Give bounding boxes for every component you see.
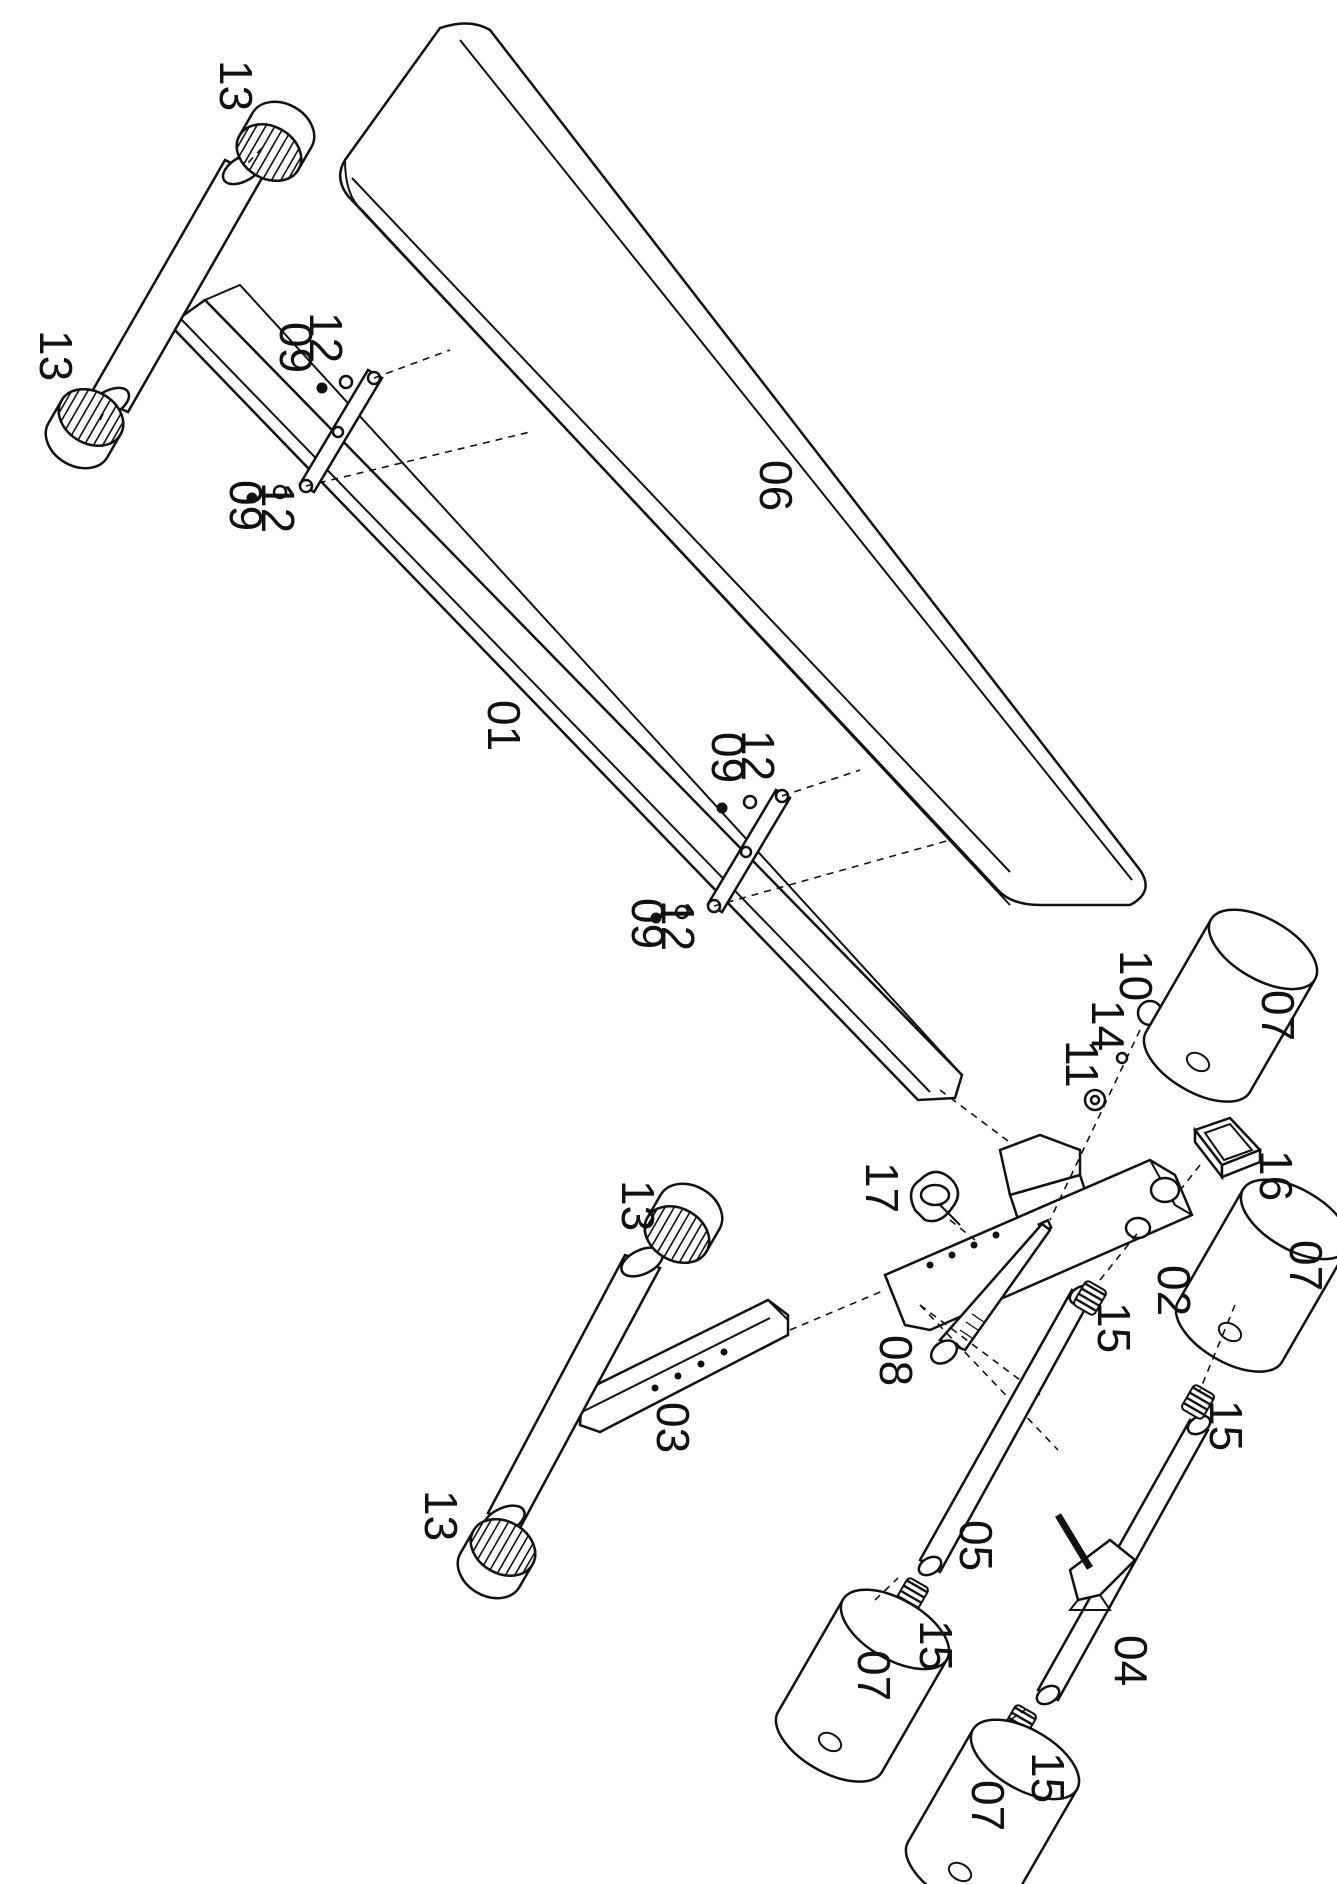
label-roller-2: 07 — [1280, 1240, 1332, 1291]
label-screw-front-2: 09 — [220, 480, 272, 531]
label-main-frame: 01 — [478, 700, 530, 751]
label-spring-4: 15 — [1022, 1752, 1074, 1803]
label-spring-2: 15 — [1200, 1400, 1252, 1451]
label-seat-pad: 06 — [750, 460, 802, 511]
label-flat-washer: 11 — [1056, 1040, 1108, 1088]
lock-washer — [1115, 1051, 1129, 1065]
label-rear-frame: 02 — [1148, 1265, 1200, 1316]
washer-rear-2 — [674, 904, 690, 920]
screw-rear-2 — [650, 912, 662, 924]
label-bolt: 08 — [870, 1335, 922, 1386]
square-end-cap — [1192, 1116, 1263, 1181]
label-cap-left: 13 — [30, 330, 82, 381]
label-end-cap-16: 16 — [1250, 1150, 1302, 1201]
label-lock-washer: 14 — [1082, 1000, 1134, 1051]
label-washer-front-1: 12 — [300, 312, 352, 363]
rear-leg-support — [482, 1246, 790, 1536]
label-screw-rear-1: 09 — [702, 732, 754, 783]
label-washer-front-2: 12 — [252, 482, 304, 533]
label-screw-front-1: 09 — [270, 322, 322, 373]
screw-front-1 — [316, 382, 328, 394]
adjustment-knob — [909, 1170, 961, 1226]
bolt — [929, 1222, 1052, 1365]
label-nut: 10 — [1110, 950, 1162, 1001]
seat-bracket-front — [298, 368, 384, 494]
screw-rear-1 — [716, 802, 728, 814]
label-knob: 17 — [856, 1162, 908, 1213]
washer-rear-1 — [742, 794, 758, 810]
label-cap-rear-bottom: 13 — [415, 1490, 467, 1541]
label-roller-bar-05: 05 — [950, 1520, 1002, 1571]
label-roller-4: 07 — [962, 1780, 1014, 1831]
label-roller-3: 07 — [848, 1650, 900, 1701]
label-screw-rear-2: 09 — [622, 898, 674, 949]
label-spring-1: 15 — [1088, 1302, 1140, 1353]
label-washer-rear-1: 12 — [732, 730, 784, 781]
label-roller-1: 07 — [1252, 990, 1304, 1041]
screw-front-2 — [246, 492, 258, 504]
seat-pad — [339, 22, 1147, 907]
washer-front-1 — [338, 374, 354, 390]
washer-front-2 — [272, 484, 288, 500]
label-rear-leg: 03 — [647, 1402, 699, 1453]
pop-pin — [1055, 1513, 1137, 1611]
label-cap-rear-top: 13 — [612, 1180, 664, 1231]
label-roller-bar-04: 04 — [1105, 1635, 1157, 1686]
label-spring-3: 15 — [910, 1620, 962, 1671]
label-washer-rear-2: 12 — [652, 900, 704, 951]
label-cap-top: 13 — [210, 60, 262, 111]
